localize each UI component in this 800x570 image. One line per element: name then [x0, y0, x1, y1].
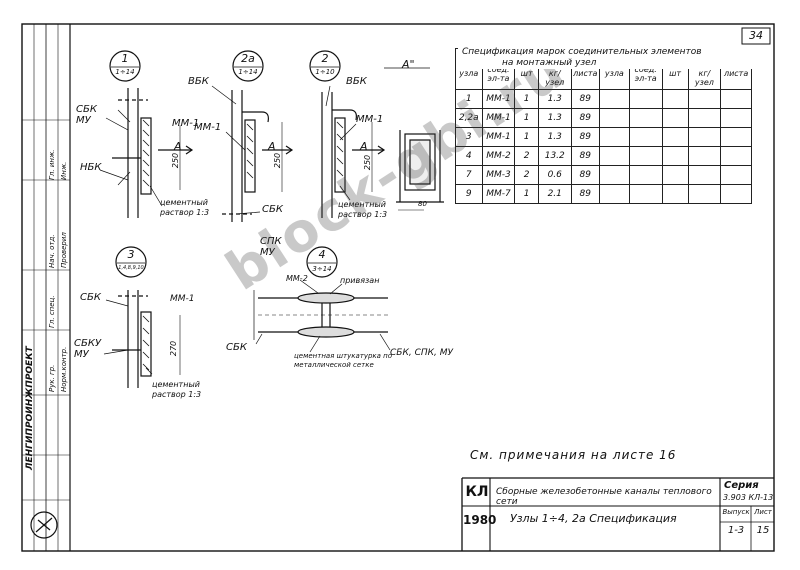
label-a-1: А [174, 140, 182, 153]
side-stamp-entry: Гл. инж. [48, 149, 56, 180]
title-year: 1980 [463, 513, 497, 527]
spec-cell: 89 [570, 127, 600, 147]
node-4-marker [306, 246, 338, 278]
node-1-sketch [112, 88, 194, 218]
label-sbk-4: СБК [226, 342, 247, 353]
spec-cell: 2 [514, 165, 539, 185]
label-sbku-mu: СБКУ МУ [74, 338, 102, 360]
node-2a-sketch [222, 90, 294, 222]
node-2-marker [309, 50, 341, 82]
spec-cell: ММ-2 [481, 146, 516, 166]
label-vbk-2: ВБК [346, 76, 367, 87]
node-2-sketch [321, 92, 386, 218]
label-sbk-3: СБК [80, 292, 101, 303]
label-a-2: А [360, 140, 368, 153]
spec-title-line2: на монтажный узел [502, 58, 597, 68]
spec-table-title: Спецификация марок соединительных элемен… [458, 47, 752, 69]
node-1-marker [109, 50, 141, 82]
label-sbk-spk-mu: СБК, СПК, МУ [390, 348, 453, 358]
label-mm1-2a: ММ-1 [194, 122, 222, 133]
side-stamp-org: ЛЕНГИПРОИНЖПРОЕКТ [25, 346, 35, 470]
node-2a-marker [232, 50, 264, 82]
series-value: 3.903 КЛ-13 [723, 493, 774, 502]
spec-cell: ММ-7 [481, 184, 516, 204]
spec-title-line1: Спецификация марок соединительных элемен… [462, 47, 702, 57]
spec-row: 1 ММ-1 1 1.3 89 [455, 89, 752, 109]
spec-cell: 89 [570, 108, 600, 128]
sheet-number: 34 [749, 29, 763, 42]
side-stamp-entry: Норм.контр. [60, 346, 68, 392]
side-stamp-entry: Инж. [60, 161, 68, 180]
spec-row: 3 ММ-1 1 1.3 89 [455, 127, 752, 147]
label-spk-mu: СПК МУ [260, 236, 282, 258]
node-4-sketch [253, 290, 388, 340]
spec-cell: 1.3 [537, 127, 572, 147]
spec-cell: 89 [570, 89, 600, 109]
title-subtitle: Узлы 1÷4, 2а Спецификация [510, 512, 677, 525]
spec-cell: 89 [570, 184, 600, 204]
node-1-ref: 1÷14 [115, 68, 135, 76]
node-4-number: 4 [318, 248, 326, 261]
label-a-2a: А [268, 140, 276, 153]
notes-reference: См. примечания на листе 16 [470, 448, 677, 462]
node-1-number: 1 [121, 52, 129, 65]
spec-cell: ММ-3 [481, 165, 516, 185]
dim-80: 80 [418, 200, 427, 208]
spec-cell: 1 [514, 127, 539, 147]
spec-cell: 1 [514, 184, 539, 204]
spec-row: 9 ММ-7 1 2.1 89 [455, 184, 752, 204]
spec-row: 4 ММ-2 2 13.2 89 [455, 146, 752, 166]
sheet-label: Лист [754, 508, 772, 516]
node-2-number: 2 [321, 52, 329, 65]
node-2a-number: 2а [241, 52, 255, 65]
label-mortar-3: цементный раствор 1:3 [152, 380, 202, 399]
label-mortar-1: цементный раствор 1:3 [160, 198, 210, 217]
view-a-sketch [384, 67, 444, 211]
spec-cell: 89 [570, 165, 600, 185]
side-stamp-entry: Гл. спец. [48, 295, 56, 328]
dim-250-2a: 250 [273, 152, 283, 169]
spec-row: 7 ММ-3 2 0.6 89 [455, 165, 752, 185]
dim-250-1: 250 [171, 152, 181, 169]
node-3-ref: 1,4,8,9,10 [118, 265, 144, 271]
dim-270: 270 [169, 340, 179, 357]
side-stamp-entry: Рук. гр. [48, 364, 56, 392]
node-4-ref: 3÷14 [312, 265, 332, 273]
issue-label: Выпуск [722, 508, 750, 516]
label-sbk-2a: СБК [262, 204, 283, 215]
spec-cell: 0.6 [537, 165, 572, 185]
spec-table: N узла Марка соед. эл-та Кол. шт Расход … [455, 48, 752, 204]
node-3-marker [115, 246, 147, 278]
label-nailed: привязан [340, 276, 380, 285]
label-mm1-1: ММ-1 [172, 118, 200, 129]
title-code: КЛ [465, 484, 489, 500]
issue-value: 1-3 [727, 525, 745, 536]
node-2a-ref: 1÷14 [238, 68, 258, 76]
sheet-value: 15 [756, 525, 770, 536]
sheet-frame [21, 23, 775, 552]
org-logo [30, 511, 58, 539]
node-2-ref: 1÷10 [315, 68, 335, 76]
side-stamp-entry: Нач. отд. [48, 234, 56, 268]
title-description: Сборные железобетонные каналы теплового … [496, 487, 712, 507]
spec-cell: 2 [514, 146, 539, 166]
label-nbk: НБК [80, 162, 102, 173]
spec-cell: 89 [570, 146, 600, 166]
side-stamp-entry: Проверил [60, 232, 68, 268]
spec-cell: 9 [455, 184, 483, 204]
label-mm1-2: ММ-1 [356, 114, 384, 125]
node-3-number: 3 [127, 248, 135, 261]
label-plaster: цементная штукатурка по металлической се… [294, 352, 393, 369]
label-mm1-3: ММ-1 [170, 294, 195, 304]
label-sbk-mu-1: СБК МУ [76, 104, 97, 126]
spec-cell: 2.1 [537, 184, 572, 204]
spec-cell: 13.2 [537, 146, 572, 166]
label-vbk-2a: ВБК [188, 76, 209, 87]
label-mortar-2: цементный раствор 1:3 [338, 200, 388, 219]
label-mm2: ММ-2 [286, 274, 308, 283]
label-view-a: А" [402, 58, 415, 71]
series-label: Серия [724, 480, 759, 491]
spec-cell: 7 [455, 165, 483, 185]
